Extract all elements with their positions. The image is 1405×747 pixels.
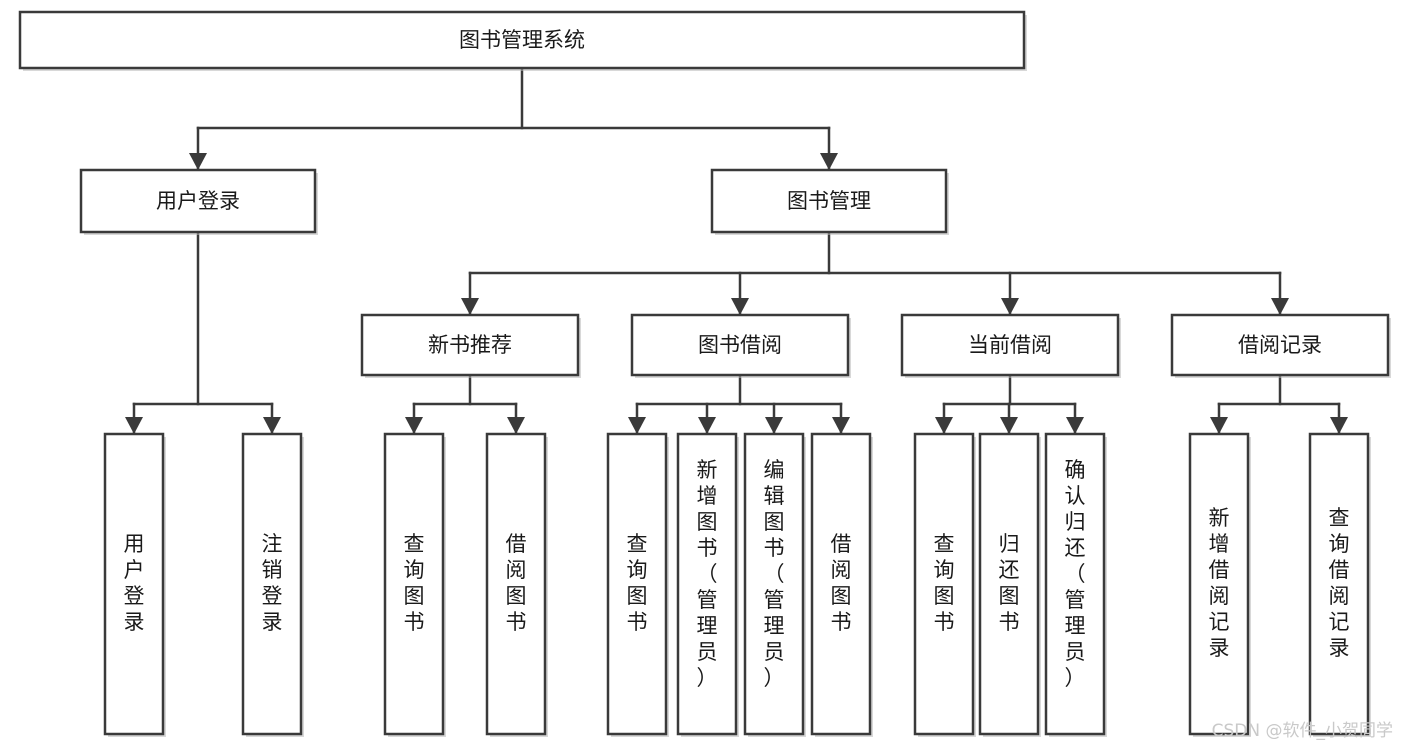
node-label: 图书借阅 [698,333,782,357]
node-leaf-query-borrow-record[interactable]: 查询借阅记录 [1308,432,1371,737]
arrow-head-icon [405,417,423,434]
node-leaf-add-borrow-record[interactable]: 新增借阅记录 [1188,432,1251,737]
node-label: 借阅图书 [506,532,527,634]
node-label: 借阅图书 [831,532,852,634]
connector-group-current-borrow [935,373,1084,436]
node-box[interactable] [1308,432,1370,736]
connector-group-user-login [125,230,281,436]
node-book-management[interactable]: 图书管理 [710,168,949,235]
node-label: 新增图书（管理员） [697,458,718,690]
node-borrow-records[interactable]: 借阅记录 [1170,313,1391,378]
node-leaf-confirm-return-admin[interactable]: 确认归还（管理员） [1044,432,1107,737]
arrow-head-icon [765,417,783,434]
arrow-head-icon [820,153,838,170]
node-label: 查询图书 [627,532,648,634]
node-box[interactable] [1188,432,1250,736]
node-leaf-edit-book-admin[interactable]: 编辑图书（管理员） [743,432,806,737]
arrow-head-icon [1271,298,1289,315]
arrow-head-icon [1001,298,1019,315]
node-label: 借阅记录 [1238,333,1322,357]
node-label: 注销登录 [262,532,283,634]
arrow-head-icon [263,417,281,434]
node-box[interactable] [810,432,872,736]
arrow-head-icon [628,417,646,434]
node-label: 确认归还（管理员） [1065,458,1086,690]
node-box[interactable] [1170,313,1390,377]
arrow-head-icon [698,417,716,434]
arrow-head-icon [1066,417,1084,434]
node-label: 当前借阅 [968,333,1052,357]
node-leaf-borrow-book-recommend[interactable]: 借阅图书 [485,432,548,737]
node-new-book-recommend[interactable]: 新书推荐 [360,313,581,378]
node-box[interactable] [743,432,805,736]
node-leaf-query-book-current[interactable]: 查询图书 [913,432,976,737]
connector-layer [125,66,1348,436]
node-box[interactable] [978,432,1040,736]
arrow-head-icon [935,417,953,434]
node-root[interactable]: 图书管理系统 [18,10,1027,71]
arrow-head-icon [189,153,207,170]
node-leaf-add-book-admin[interactable]: 新增图书（管理员） [676,432,739,737]
node-box[interactable] [360,313,580,377]
node-box[interactable] [606,432,668,736]
node-leaf-return-book[interactable]: 归还图书 [978,432,1041,737]
connector-group-new-book-recommend [405,373,525,436]
node-leaf-user-login[interactable]: 用户登录 [103,432,166,737]
node-label: 编辑图书（管理员） [764,458,785,690]
node-user-login[interactable]: 用户登录 [79,168,318,235]
connector-group-book-borrow [628,373,850,436]
node-box[interactable] [103,432,165,736]
node-label: 图书管理 [787,189,871,213]
connector-group-borrow-records [1210,373,1348,436]
node-box[interactable] [18,10,1026,70]
csdn-watermark: CSDN @软件_小贺同学 [1211,721,1393,741]
node-label: 用户登录 [156,189,240,213]
node-current-borrow[interactable]: 当前借阅 [900,313,1121,378]
node-leaf-borrow-book[interactable]: 借阅图书 [810,432,873,737]
node-label: 查询图书 [404,532,425,634]
node-box[interactable] [630,313,850,377]
node-layer: 图书管理系统用户登录图书管理新书推荐图书借阅当前借阅借阅记录用户登录注销登录查询… [18,10,1391,737]
node-box[interactable] [900,313,1120,377]
node-label: 归还图书 [999,532,1020,634]
node-leaf-user-logout[interactable]: 注销登录 [241,432,304,737]
connector-group-root [189,66,838,172]
node-box[interactable] [79,168,317,234]
arrow-head-icon [731,298,749,315]
node-label: 查询图书 [934,532,955,634]
arrow-head-icon [125,417,143,434]
node-box[interactable] [383,432,445,736]
arrow-head-icon [1210,417,1228,434]
arrow-head-icon [507,417,525,434]
arrow-head-icon [1330,417,1348,434]
node-box[interactable] [913,432,975,736]
node-leaf-query-book-recommend[interactable]: 查询图书 [383,432,446,737]
node-book-borrow[interactable]: 图书借阅 [630,313,851,378]
node-label: 图书管理系统 [459,28,585,52]
node-label: 新书推荐 [428,333,512,357]
node-box[interactable] [676,432,738,736]
node-box[interactable] [485,432,547,736]
node-box[interactable] [1044,432,1106,736]
node-box[interactable] [241,432,303,736]
node-leaf-query-book-borrow[interactable]: 查询图书 [606,432,669,737]
arrow-head-icon [1000,417,1018,434]
node-label: 用户登录 [124,532,145,634]
node-label: 新增借阅记录 [1209,506,1230,660]
node-label: 查询借阅记录 [1329,506,1350,660]
node-box[interactable] [710,168,948,234]
connector-group-book-management [461,230,1289,317]
arrow-head-icon [832,417,850,434]
arrow-head-icon [461,298,479,315]
